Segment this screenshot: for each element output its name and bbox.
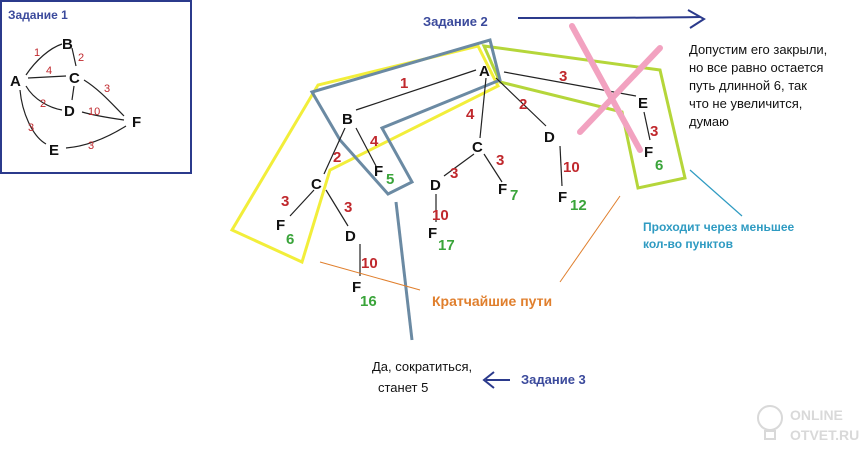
t2-w-c2f: 3	[496, 152, 504, 169]
task1-frame	[0, 0, 192, 174]
orange-pointer-left	[319, 261, 421, 291]
t2-node-d2: D	[430, 177, 441, 194]
t2-node-d1: D	[345, 228, 356, 245]
t1-w-ef: 3	[88, 140, 94, 152]
t2-w-ad: 2	[519, 96, 527, 113]
shortest-paths-label: Кратчайшие пути	[432, 293, 552, 309]
closed-edge-note: Допустим его закрыли, но все равно остае…	[689, 42, 827, 129]
t2-w-d1f: 10	[361, 255, 378, 272]
note-line-1: Допустим его закрыли,	[689, 42, 827, 57]
edge-c-d	[71, 85, 75, 101]
t1-w-ae: 3	[28, 122, 34, 134]
t2-total-f-d3: 12	[570, 197, 587, 214]
task2-arrow-head-icon	[687, 9, 706, 29]
task3-arrow-head-icon	[482, 371, 495, 389]
t2-node-e: E	[638, 95, 648, 112]
task2-title: Задание 2	[423, 14, 488, 29]
t1-w-ad: 2	[40, 98, 46, 110]
t2-w-ab: 1	[400, 75, 408, 92]
t2-w-ef: 3	[650, 123, 658, 140]
t2-total-f-c1: 6	[286, 231, 294, 248]
t2-node-f7: F	[644, 144, 653, 161]
task1-graph: A B C D E F 1 2 4 3 2 10 3 3	[10, 36, 141, 159]
t1-w-bc: 2	[78, 52, 84, 64]
watermark-line-2: OTVET.RU	[790, 427, 859, 443]
t2-node-f6: F	[558, 189, 567, 206]
t1-node-b: B	[62, 36, 73, 53]
task2-arrow-line	[517, 16, 701, 19]
closed-edge-cross-icon	[569, 23, 663, 153]
t2-node-f5: F	[428, 225, 437, 242]
task1-title: Задание 1	[8, 8, 68, 22]
t2-node-c2: C	[472, 139, 483, 156]
t2-w-c1d: 3	[344, 199, 352, 216]
t2-w-c2d: 3	[450, 165, 458, 182]
steel-path-highlight	[309, 38, 502, 196]
t2-w-d2f: 10	[432, 207, 449, 224]
t2-w-ac: 4	[466, 106, 475, 123]
t2-w-d3f: 10	[563, 159, 580, 176]
lightbulb-icon	[757, 405, 783, 440]
task2-tree: A B C F D F F C D F F D F E F 1 2 4 3 3 …	[276, 63, 663, 310]
note-line-4: что не увеличится,	[689, 96, 802, 111]
teal-pointer-line	[689, 169, 743, 217]
t1-node-d: D	[64, 103, 75, 120]
yellow-path-highlight	[229, 44, 501, 265]
edge-d-f	[81, 111, 125, 121]
t2-total-f-e: 6	[655, 157, 663, 174]
t2-node-a: A	[479, 63, 490, 80]
t2-w-bf: 4	[370, 133, 379, 150]
t2-w-c1f: 3	[281, 193, 289, 210]
orange-pointer-right	[559, 195, 621, 283]
task3-title: Задание 3	[521, 372, 586, 387]
t2-node-f3: F	[352, 279, 361, 296]
edge-b-c	[71, 47, 77, 67]
t1-node-e: E	[49, 142, 59, 159]
t2-node-f4: F	[498, 181, 507, 198]
t2-node-f2: F	[276, 217, 285, 234]
t1-w-ab: 1	[34, 47, 40, 59]
t2-total-f-b: 5	[386, 171, 394, 188]
note-line-5: думаю	[689, 114, 729, 129]
t2-total-f-c2: 7	[510, 187, 518, 204]
edge-a-b	[25, 43, 63, 76]
note-line-3: путь длинной 6, так	[689, 78, 807, 93]
t2-w-bc: 2	[333, 149, 341, 166]
fewer-points-line-1: Проходит через меньшее	[643, 220, 795, 234]
t2-node-f1: F	[374, 163, 383, 180]
edge-a-e	[19, 89, 47, 145]
t1-node-a: A	[10, 73, 21, 90]
edge-a-d	[25, 85, 63, 111]
t2-node-b: B	[342, 111, 353, 128]
edge-e-f	[65, 125, 127, 149]
t1-node-c: C	[69, 70, 80, 87]
task3-answer-line-1: Да, сократиться,	[372, 359, 472, 374]
steel-pointer-line	[394, 201, 414, 341]
edge-a-c	[27, 75, 67, 79]
t2-total-f-d1: 16	[360, 293, 377, 310]
task3-answer-line-2: станет 5	[378, 380, 428, 395]
t2-w-ae: 3	[559, 68, 567, 85]
note-line-2: но все равно остается	[689, 60, 823, 75]
t1-w-df: 10	[88, 106, 100, 118]
t2-node-c1: C	[311, 176, 322, 193]
watermark: ONLINE OTVET.RU	[757, 405, 859, 443]
t1-w-ac: 4	[46, 65, 52, 77]
t2-total-f-d2: 17	[438, 237, 455, 254]
fewer-points-line-2: кол-во пунктов	[643, 237, 733, 251]
t1-w-cf: 3	[104, 83, 110, 95]
t1-node-f: F	[132, 114, 141, 131]
watermark-line-1: ONLINE	[790, 407, 843, 423]
t2-node-d3: D	[544, 129, 555, 146]
edge-c-f	[83, 79, 125, 117]
